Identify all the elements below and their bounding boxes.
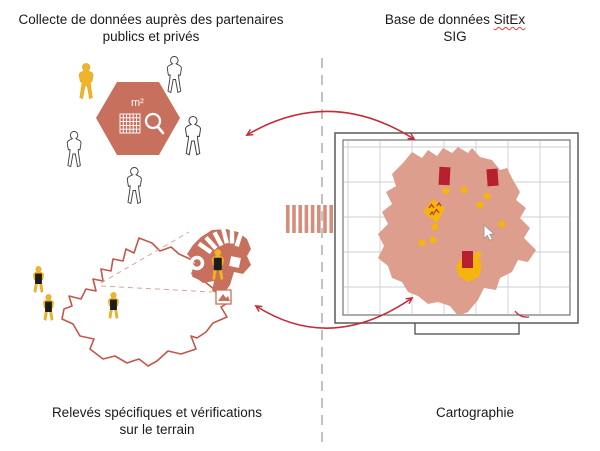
exchange-arrow-top [247,110,414,139]
caption-database-prefix: Base de données [384,12,490,27]
monitor-screen [334,132,579,335]
building-zone-marker [486,168,499,187]
detail-buildings [189,228,244,271]
hexagon-label: m² [131,97,144,109]
survey-point-dot [460,186,468,194]
grid-icon [119,113,141,134]
caption-releves-line1: Relevés spécifiques et vérifications [51,405,263,420]
survey-point-dot [418,239,426,247]
surveyor-person-icon [108,292,119,319]
photo-icon [215,289,232,305]
stray-red-mark [514,310,530,318]
survey-point-dot [431,223,439,231]
caption-releves: Relevés spécifiques et vérifications sur… [7,404,307,439]
exchange-arrow-bottom [256,298,412,329]
magnifier-icon [144,112,165,135]
cursor-icon [483,223,496,242]
survey-point-dot [476,201,484,209]
caption-releves-line2: sur le terrain [119,422,195,438]
partner-person-icon [185,116,201,156]
caption-database-line1: Base de données SitEx [330,11,580,28]
hexagon-m2-badge [96,82,180,155]
caption-database-line2: SIG [443,29,467,45]
survey-point-dot [429,236,437,244]
surveyor-person-icon [211,249,225,281]
barcode-stripes [286,205,333,233]
territory-shape [378,147,536,314]
survey-point-dot [483,192,491,200]
caption-cartographie: Cartographie [435,405,515,420]
field-survey-group [33,228,251,367]
partner-person-icon [126,167,142,204]
survey-point-dot [442,187,450,195]
caption-collecte-line2: publics et privés [102,29,200,45]
caption-collecte: Collecte de données auprès des partenair… [0,11,302,46]
survey-points [418,186,506,259]
caption-database-term: SitEx [493,12,526,27]
verified-site-marker [456,251,482,282]
zoom-callout-lines [100,231,213,293]
survey-point-dot [498,220,506,228]
partner-person-icon [66,131,82,168]
partner-person-icon [166,56,182,93]
surveyor-person-icon [43,294,54,321]
partner-network-group: m² [66,56,201,204]
caption-collecte-line1: Collecte de données auprès des partenair… [18,12,284,27]
caption-database: Base de données SitEx SIG [330,11,580,46]
hazard-cluster-icon [423,199,445,223]
surveyor-person-icon [33,266,44,293]
contributor-person-icon [78,63,94,99]
building-zone-marker [438,166,451,186]
